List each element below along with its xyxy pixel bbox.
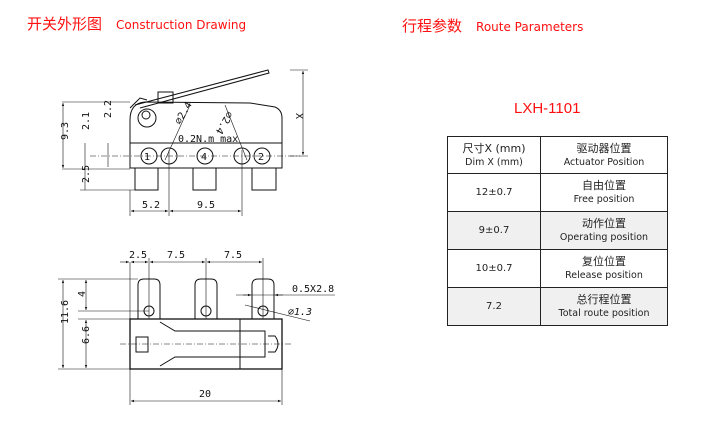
row-position-en: Release position — [565, 270, 643, 281]
row-position: 复位位置 Release position — [540, 249, 668, 288]
dim-2-5-pitch: 2.5 — [129, 250, 147, 261]
dim-9-5: 9.5 — [197, 200, 215, 211]
dim-x: X — [293, 113, 304, 119]
heading-en: Construction Drawing — [116, 18, 247, 32]
header-dim-en: Dim X (mm) — [465, 156, 523, 168]
dim-5-2: 5.2 — [142, 200, 160, 211]
row-position: 自由位置 Free position — [540, 173, 668, 212]
table-row: 10±0.7 复位位置 Release position — [447, 249, 668, 288]
row-position-en: Operating position — [559, 232, 649, 243]
top-view-labels: 9.3 2.1 2.2 2.5 5.2 9.5 X ⌀2.4 ⌀2.4 0.2N… — [60, 100, 304, 211]
pivot — [137, 108, 157, 128]
row-position-en: Free position — [573, 194, 635, 205]
top-view-drawing — [61, 69, 308, 216]
row-position-cn: 动作位置 — [582, 217, 626, 230]
switch-body — [129, 101, 283, 144]
row-position: 总行程位置 Total route position — [540, 287, 668, 326]
row-position-cn: 自由位置 — [582, 179, 626, 192]
row-position: 动作位置 Operating position — [540, 211, 668, 250]
terminal-2: 2 — [258, 152, 264, 163]
row-value: 10±0.7 — [447, 249, 541, 288]
torque-label: 0.2N.m max — [178, 134, 238, 145]
dim-hole-left: ⌀2.4 — [173, 100, 195, 126]
dim-7-5-pitch-b: 7.5 — [224, 250, 242, 261]
heading-cn: 行程参数 — [402, 17, 463, 35]
dim-7-5-pitch-a: 7.5 — [167, 250, 185, 261]
dim-6-6: 6.6 — [81, 326, 92, 344]
construction-drawing-heading: 开关外形图 Construction Drawing — [27, 13, 246, 34]
table-row: 9±0.7 动作位置 Operating position — [447, 211, 668, 250]
table-row: 7.2 总行程位置 Total route position — [447, 287, 668, 326]
row-value: 9±0.7 — [447, 211, 541, 250]
row-position-cn: 总行程位置 — [576, 293, 632, 306]
heading-cn: 开关外形图 — [27, 15, 103, 33]
dim-hole: ⌀1.3 — [288, 307, 312, 318]
dim-20: 20 — [199, 389, 211, 400]
bottom-view-labels: 2.5 7.5 7.5 11.6 4 6.6 20 0.5X2.8 ⌀1.3 — [60, 250, 334, 400]
dim-hole-right: ⌀2.4 — [213, 109, 235, 135]
model-number: LXH-1101 — [514, 100, 581, 117]
switch-base — [129, 142, 283, 169]
dim-2-5: 2.5 — [81, 165, 92, 183]
row-value: 7.2 — [447, 287, 541, 326]
header-dim-cn: 尺寸X (mm) — [462, 141, 526, 155]
row-position-en: Total route position — [558, 308, 650, 319]
dim-11-6: 11.6 — [60, 300, 71, 324]
dim-2-1: 2.1 — [81, 112, 92, 130]
header-dim: 尺寸X (mm)Dim X (mm) — [447, 136, 541, 174]
dim-tab: 0.5X2.8 — [292, 284, 334, 295]
terminal-1: 1 — [144, 152, 150, 163]
header-position-cn: 驱动器位置 — [576, 141, 632, 155]
dim-4: 4 — [77, 291, 88, 297]
dim-9-3: 9.3 — [60, 122, 71, 140]
route-parameters-heading: 行程参数 Route Parameters — [402, 15, 583, 36]
dim-2-2: 2.2 — [103, 100, 114, 118]
row-position-cn: 复位位置 — [582, 255, 626, 268]
bottom-view-drawing — [58, 258, 335, 405]
header-position-en: Actuator Position — [563, 156, 645, 168]
terminal-4: 4 — [201, 152, 207, 163]
heading-en: Route Parameters — [476, 20, 584, 34]
actuator-lever — [134, 69, 270, 109]
